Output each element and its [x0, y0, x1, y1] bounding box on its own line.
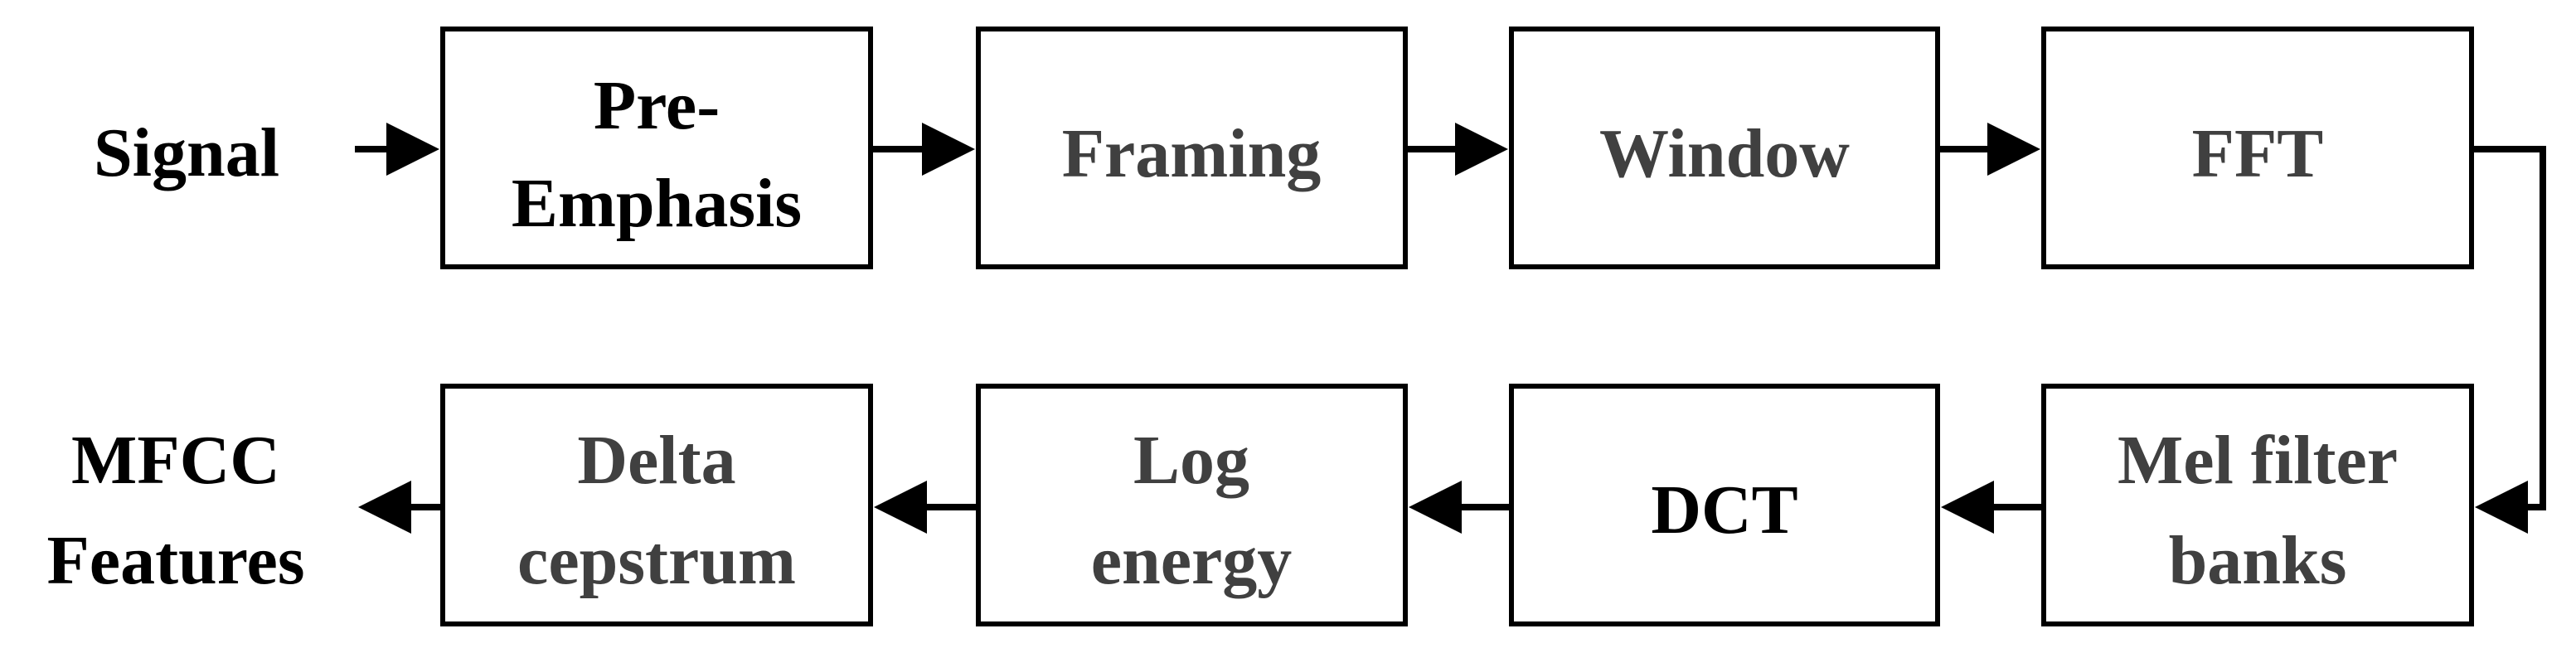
framing-block: Framing	[976, 27, 1408, 269]
mel-filter-banks-line1: Mel filter	[2118, 422, 2398, 499]
window-label: Window	[1599, 115, 1850, 192]
dct-block: DCT	[1509, 384, 1940, 626]
framing-label: Framing	[1062, 115, 1322, 192]
pre-emphasis-line2: Emphasis	[512, 165, 802, 242]
log-energy-line1: Log	[1133, 422, 1249, 499]
log-energy-line2: energy	[1091, 522, 1293, 599]
mel-filter-banks-line2: banks	[2169, 522, 2347, 599]
log-energy-block: Log energy	[976, 384, 1408, 626]
window-block: Window	[1509, 27, 1940, 269]
pre-emphasis-block: Pre- Emphasis	[440, 27, 873, 269]
output-label-line2: Features	[46, 522, 304, 599]
mel-filter-banks-block: Mel filter banks	[2041, 384, 2474, 626]
arrow-fft-to-mel-filter-banks	[2472, 146, 2546, 534]
input-signal-label: Signal	[94, 114, 279, 191]
pre-emphasis-line1: Pre-	[594, 67, 720, 144]
delta-cepstrum-block: Delta cepstrum	[440, 384, 873, 626]
fft-label: FFT	[2192, 115, 2324, 192]
delta-cepstrum-line1: Delta	[577, 422, 735, 499]
output-label-line1: MFCC	[71, 422, 280, 499]
fft-block: FFT	[2041, 27, 2474, 269]
dct-label: DCT	[1651, 471, 1797, 549]
delta-cepstrum-line2: cepstrum	[517, 522, 796, 599]
